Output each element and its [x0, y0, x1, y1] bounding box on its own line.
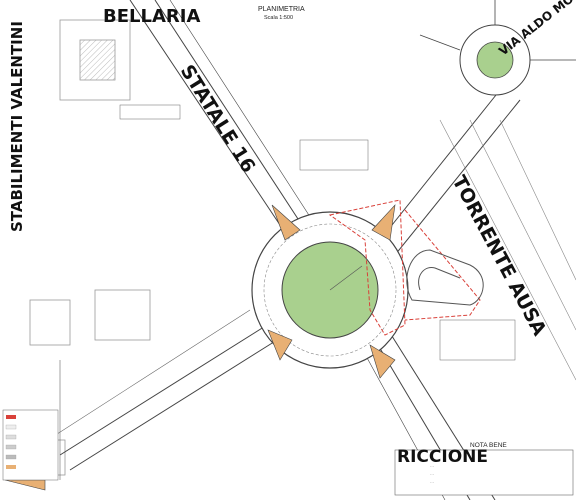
plan-scale: Scala 1:500 — [264, 15, 293, 21]
left-buildings — [14, 19, 151, 476]
via-aldo-moro-roundabout — [419, 0, 576, 96]
label-bellaria: BELLARIA — [103, 6, 200, 27]
label-torrente-ausa: TORRENTE AUSA — [448, 172, 551, 340]
nota-bene-box: NOTA BENE … … … … — [394, 442, 574, 496]
label-riccione: RICCIONE — [397, 447, 488, 467]
annotation-boxes — [119, 104, 516, 361]
nota-line-4: … — [430, 479, 434, 484]
traffic-islands — [4, 204, 396, 491]
nota-line-2: … — [430, 463, 434, 468]
legend — [2, 409, 59, 481]
nota-line-3: … — [430, 471, 434, 476]
plan-title: PLANIMETRIA — [258, 6, 305, 13]
intervention-boundary — [328, 199, 481, 336]
cross-road — [59, 89, 521, 471]
label-stabilimenti: STABILIMENTI VALENTINI — [8, 21, 26, 232]
nota-line-1: … — [430, 455, 434, 460]
nota-bene-heading: NOTA BENE — [470, 442, 507, 449]
parking-area — [406, 249, 484, 306]
torrente-ausa-band — [439, 119, 576, 381]
main-roundabout — [251, 211, 409, 369]
lower-left-road — [39, 309, 251, 480]
